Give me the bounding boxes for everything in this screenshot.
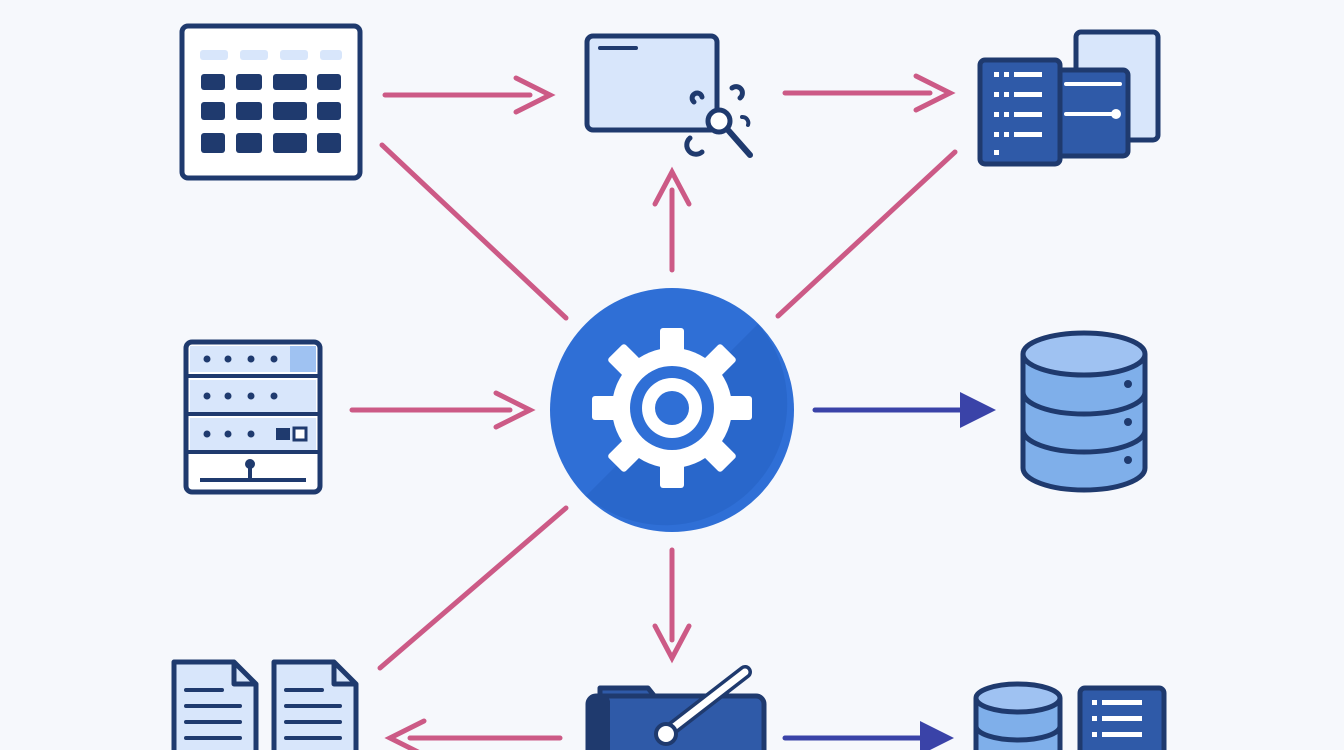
edge-bottom-center-to-bottom-right-head: [920, 721, 954, 750]
edge-top-left-to-hub: [379, 142, 569, 321]
edges: [349, 73, 996, 750]
bottom-right-node: [973, 681, 1167, 750]
spreadsheet-grid-icon: [179, 23, 363, 181]
database-icon: [1020, 330, 1148, 493]
server-rack-icon: [183, 339, 323, 495]
mid-left-node: [183, 339, 323, 495]
gear-icon: [592, 328, 752, 488]
wrench-icon: [684, 84, 753, 158]
edge-hub-to-mid-right-head: [960, 392, 996, 428]
edge-bottom-center-to-bottom-left-head: [384, 718, 427, 750]
edge-top-left-to-top-center-head: [513, 75, 556, 115]
documents-icon: [171, 659, 359, 750]
window-with-wrench-icon: [584, 33, 753, 158]
edge-hub-to-top-center-head: [652, 166, 692, 207]
bottom-center-node: [585, 665, 767, 750]
edge-hub-to-bottom-left: [377, 505, 569, 671]
top-center-node: [584, 33, 753, 158]
edge-top-right-to-hub: [775, 149, 958, 319]
hub-node: [550, 288, 794, 532]
edge-mid-left-to-hub-head: [493, 390, 536, 430]
top-left-node: [179, 23, 363, 181]
top-right-node: [977, 29, 1161, 167]
mid-right-node: [1020, 330, 1148, 493]
edge-hub-to-bottom-center-head: [652, 623, 692, 664]
folder-with-tool-icon: [585, 665, 767, 750]
bottom-left-node: [171, 659, 359, 750]
server-with-documents-icon: [977, 29, 1161, 167]
database-with-server-icon: [973, 681, 1167, 750]
edge-top-center-to-top-right-head: [913, 73, 956, 113]
